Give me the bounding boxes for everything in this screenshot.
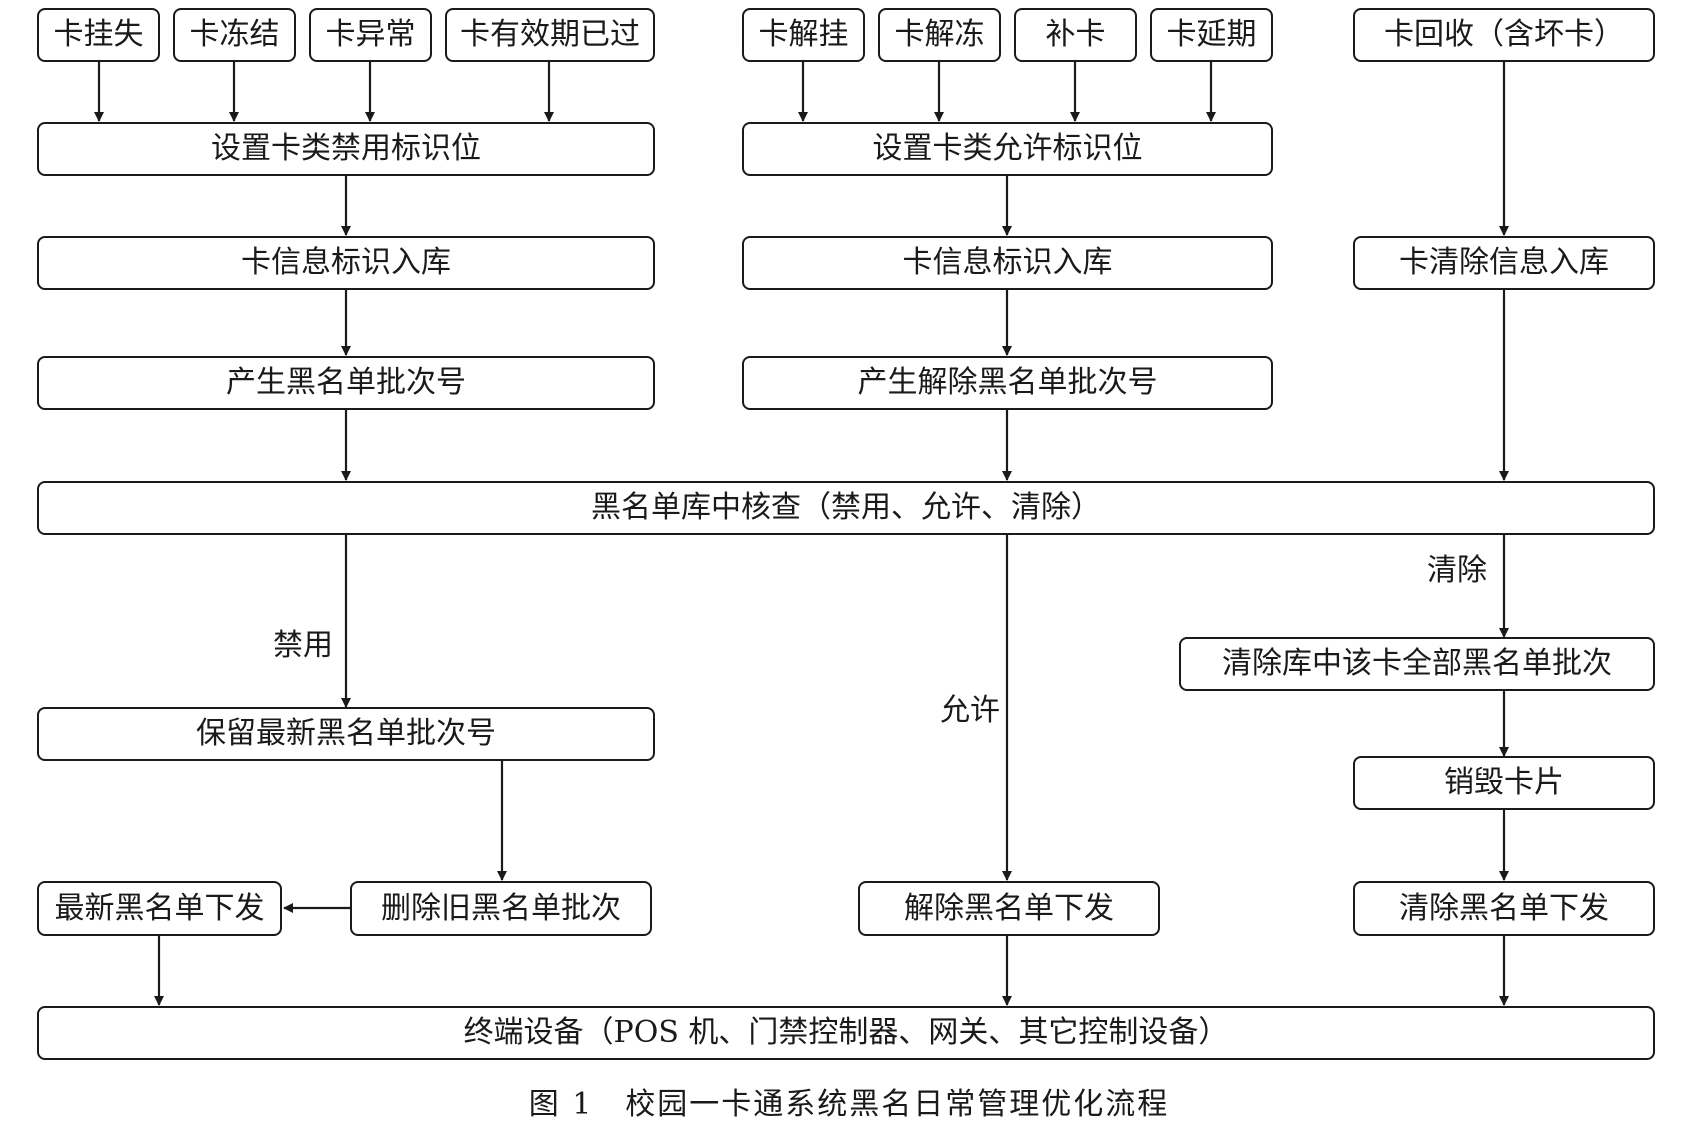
figure-caption: 图 1 校园一卡通系统黑名日常管理优化流程 xyxy=(528,1087,1170,1122)
input-card-recycle: 卡回收（含坏卡） xyxy=(1353,8,1655,62)
issue-clear-blacklist-box: 清除黑名单下发 xyxy=(1353,881,1655,936)
issue-remove-blacklist-box: 解除黑名单下发 xyxy=(858,881,1160,936)
clear-store-box: 卡清除信息入库 xyxy=(1353,236,1655,290)
blacklist-check-box: 黑名单库中核查（禁用、允许、清除） xyxy=(37,481,1655,535)
input-card-frozen: 卡冻结 xyxy=(173,8,296,62)
edge-label-clear: 清除 xyxy=(1427,553,1487,588)
input-card-abnormal: 卡异常 xyxy=(309,8,432,62)
destroy-card-box: 销毁卡片 xyxy=(1353,756,1655,810)
allow-batch-box: 产生解除黑名单批次号 xyxy=(742,356,1273,410)
input-card-reissue: 补卡 xyxy=(1014,8,1137,62)
input-card-expired: 卡有效期已过 xyxy=(445,8,655,62)
edge-label-allow: 允许 xyxy=(940,693,1000,728)
ban-flag-box: 设置卡类禁用标识位 xyxy=(37,122,655,176)
allow-store-box: 卡信息标识入库 xyxy=(742,236,1273,290)
terminal-devices-box: 终端设备（POS 机、门禁控制器、网关、其它控制设备） xyxy=(37,1006,1655,1060)
keep-latest-batch-box: 保留最新黑名单批次号 xyxy=(37,707,655,761)
issue-latest-blacklist-box: 最新黑名单下发 xyxy=(37,881,282,936)
edge-label-ban: 禁用 xyxy=(273,628,333,663)
ban-batch-box: 产生黑名单批次号 xyxy=(37,356,655,410)
clear-all-batches-box: 清除库中该卡全部黑名单批次 xyxy=(1179,637,1655,691)
input-card-extend: 卡延期 xyxy=(1150,8,1273,62)
allow-flag-box: 设置卡类允许标识位 xyxy=(742,122,1273,176)
input-card-unlost: 卡解挂 xyxy=(742,8,865,62)
input-card-unfrozen: 卡解冻 xyxy=(878,8,1001,62)
input-card-lost: 卡挂失 xyxy=(37,8,160,62)
ban-store-box: 卡信息标识入库 xyxy=(37,236,655,290)
delete-old-batch-box: 删除旧黑名单批次 xyxy=(350,881,652,936)
